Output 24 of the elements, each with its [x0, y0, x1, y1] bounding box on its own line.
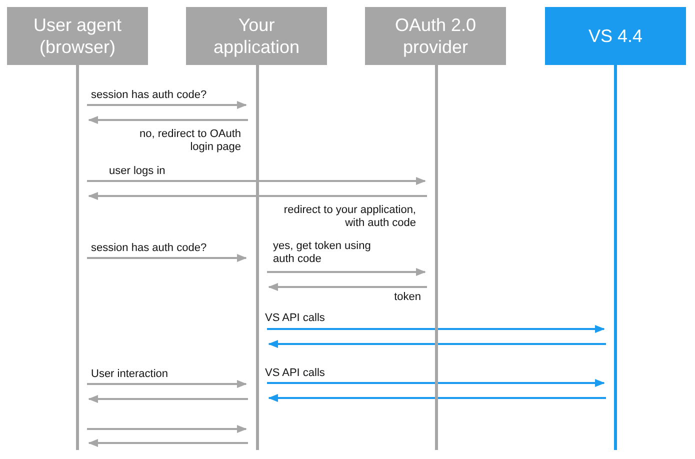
message-arrow — [268, 283, 427, 291]
message-arrow — [87, 425, 247, 433]
message-arrow — [87, 177, 426, 185]
message-arrow — [88, 192, 427, 200]
message-arrow — [267, 379, 605, 387]
message-arrow — [267, 325, 605, 333]
message-arrow — [268, 340, 606, 348]
lifeline — [76, 65, 79, 450]
message-arrow — [88, 395, 248, 403]
participant-box: VS 4.4 — [545, 7, 686, 65]
lifeline — [256, 65, 259, 450]
participant-box: Your application — [186, 7, 327, 65]
lifeline — [614, 65, 617, 450]
message-arrow — [88, 439, 248, 447]
participant-box: User agent (browser) — [7, 7, 148, 65]
message-arrow — [267, 268, 426, 276]
message-arrow — [268, 394, 606, 402]
message-arrow — [88, 116, 248, 124]
message-arrow — [87, 101, 247, 109]
edge-label: user logs in — [108, 165, 166, 178]
message-arrow — [87, 254, 247, 262]
message-arrow — [87, 380, 247, 388]
participant-box: OAuth 2.0 provider — [365, 7, 506, 65]
lifeline — [435, 65, 438, 450]
